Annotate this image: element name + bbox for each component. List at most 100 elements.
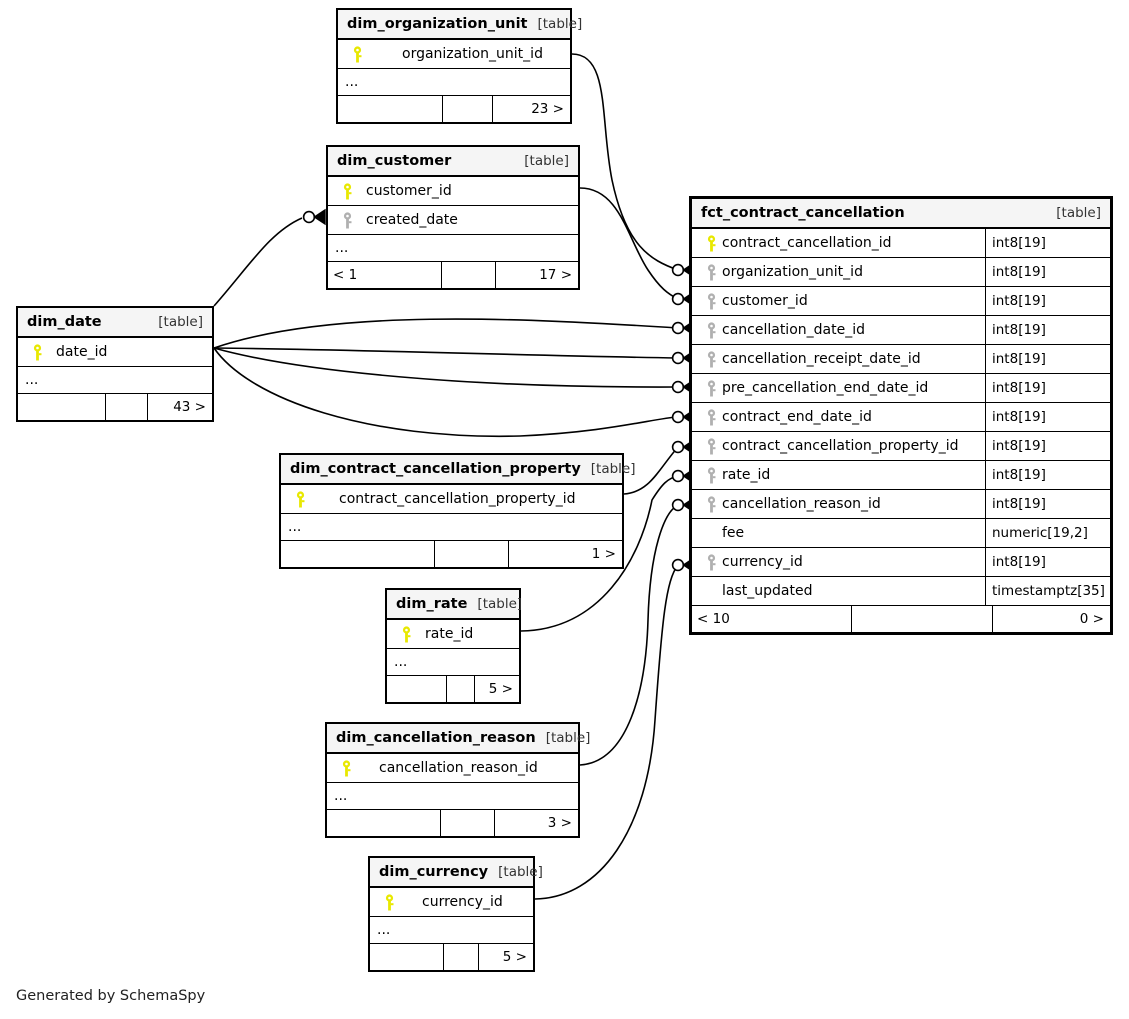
column-row-rate_id[interactable]: rate_id [387, 620, 519, 649]
column-row-cancellation_reason_id[interactable]: cancellation_reason_id [327, 754, 578, 783]
column-name-cell: fee [692, 525, 985, 541]
table-footer-dim_rate: 5 > [387, 676, 519, 702]
relationship-edge [213, 347, 679, 438]
column-name-cell: customer_id [328, 182, 578, 200]
primary-key-icon [346, 45, 368, 63]
column-type-cell: numeric[19,2] [985, 519, 1110, 547]
column-type-cell: int8[19] [985, 258, 1110, 286]
column-name-cell: currency_id [692, 553, 985, 571]
table-dim_contract_cancellation_property[interactable]: dim_contract_cancellation_property[table… [279, 453, 636, 569]
child-relationship-count: 0 > [1079, 611, 1104, 627]
column-name-cell: rate_id [692, 466, 985, 484]
table-header-dim_currency: dim_currency[table] [370, 858, 543, 888]
column-name-cell: contract_cancellation_property_id [692, 437, 985, 455]
column-type-cell: int8[19] [985, 345, 1110, 373]
column-row-customer_id[interactable]: customer_id [328, 177, 578, 206]
foreign-key-icon [700, 408, 722, 426]
parent-relationship-count [338, 96, 442, 122]
table-dim_organization_unit[interactable]: dim_organization_unit[table]organization… [336, 8, 582, 124]
column-type-cell: int8[19] [985, 490, 1110, 518]
parent-relationship-count [281, 541, 434, 567]
table-footer-dim_organization_unit: 23 > [338, 96, 570, 122]
column-label: rate_id [722, 467, 771, 483]
table-name: fct_contract_cancellation [701, 205, 905, 221]
table-header-dim_contract_cancellation_property: dim_contract_cancellation_property[table… [281, 455, 636, 485]
column-type-cell: int8[19] [985, 432, 1110, 460]
column-type-cell: int8[19] [985, 461, 1110, 489]
child-relationship-count: 5 > [488, 681, 513, 697]
column-name-cell: cancellation_receipt_date_id [692, 350, 985, 368]
column-label: customer_id [366, 183, 452, 199]
table-header-dim_date: dim_date[table] [18, 308, 212, 338]
column-name-cell: contract_end_date_id [692, 408, 985, 426]
column-label: customer_id [722, 293, 808, 309]
column-row-rate_id[interactable]: rate_id int8[19] [692, 461, 1110, 490]
column-type-cell: int8[19] [985, 287, 1110, 315]
table-dim_rate[interactable]: dim_rate[table]rate_id...5 > [385, 588, 522, 704]
column-label: currency_id [422, 894, 503, 910]
column-row-currency_id[interactable]: currency_id [370, 888, 533, 917]
column-name-cell: currency_id [370, 893, 533, 911]
more-columns-ellipsis: ... [18, 367, 212, 394]
primary-key-icon [395, 625, 417, 643]
table-dim_date[interactable]: dim_date[table]date_id...43 > [16, 306, 214, 422]
table-name: dim_organization_unit [347, 16, 528, 32]
column-name-cell: date_id [18, 343, 212, 361]
column-row-contract_cancellation_property_id[interactable]: contract_cancellation_property_id [281, 485, 622, 514]
primary-key-icon [378, 893, 400, 911]
footer-middle-cell [446, 676, 476, 702]
more-columns-ellipsis: ... [370, 917, 533, 944]
foreign-key-icon [700, 350, 722, 368]
relationship-edge [579, 187, 679, 300]
parent-relationship-count [327, 810, 440, 836]
parent-relationship-count [387, 676, 446, 702]
table-name: dim_contract_cancellation_property [290, 461, 581, 477]
column-row-date_id[interactable]: date_id [18, 338, 212, 367]
column-label: contract_end_date_id [722, 409, 872, 425]
relationship-edge [213, 217, 303, 307]
child-relationship-count: 5 > [502, 949, 527, 965]
column-label: created_date [366, 212, 458, 228]
table-dim_currency[interactable]: dim_currency[table] currency_id... 5 > [368, 856, 543, 972]
child-relationship-count: 17 > [539, 267, 572, 283]
crowsfoot-endpoint-created_date [302, 208, 326, 226]
relationship-edge [571, 53, 679, 271]
table-type-tag: [table] [1056, 205, 1101, 221]
column-row-customer_id[interactable]: customer_id int8[19] [692, 287, 1110, 316]
table-type-tag: [table] [524, 153, 569, 169]
table-footer-dim_currency: 5 > [370, 944, 533, 970]
child-relationship-count: 23 > [531, 101, 564, 117]
parent-relationship-count: < 10 [697, 611, 730, 627]
more-columns-ellipsis: ... [281, 514, 622, 541]
column-label: date_id [56, 344, 108, 360]
table-dim_cancellation_reason[interactable]: dim_cancellation_reason[table]cancellati… [325, 722, 590, 838]
column-row-created_date[interactable]: created_date [328, 206, 578, 235]
table-name: dim_cancellation_reason [336, 730, 536, 746]
column-type-cell: int8[19] [985, 316, 1110, 344]
foreign-key-icon [336, 211, 358, 229]
footer-middle-cell [442, 96, 494, 122]
column-row-organization_unit_id[interactable]: organization_unit_id [338, 40, 570, 69]
foreign-key-icon [700, 263, 722, 281]
column-type-cell: int8[19] [985, 374, 1110, 402]
table-fct_contract_cancellation[interactable]: fct_contract_cancellation [table] contract… [689, 196, 1113, 635]
footer-middle-cell [434, 541, 510, 567]
relationship-edge [213, 318, 679, 349]
column-label: last_updated [722, 583, 813, 599]
column-name-cell: pre_cancellation_end_date_id [692, 379, 985, 397]
more-columns-ellipsis: ... [327, 783, 578, 810]
